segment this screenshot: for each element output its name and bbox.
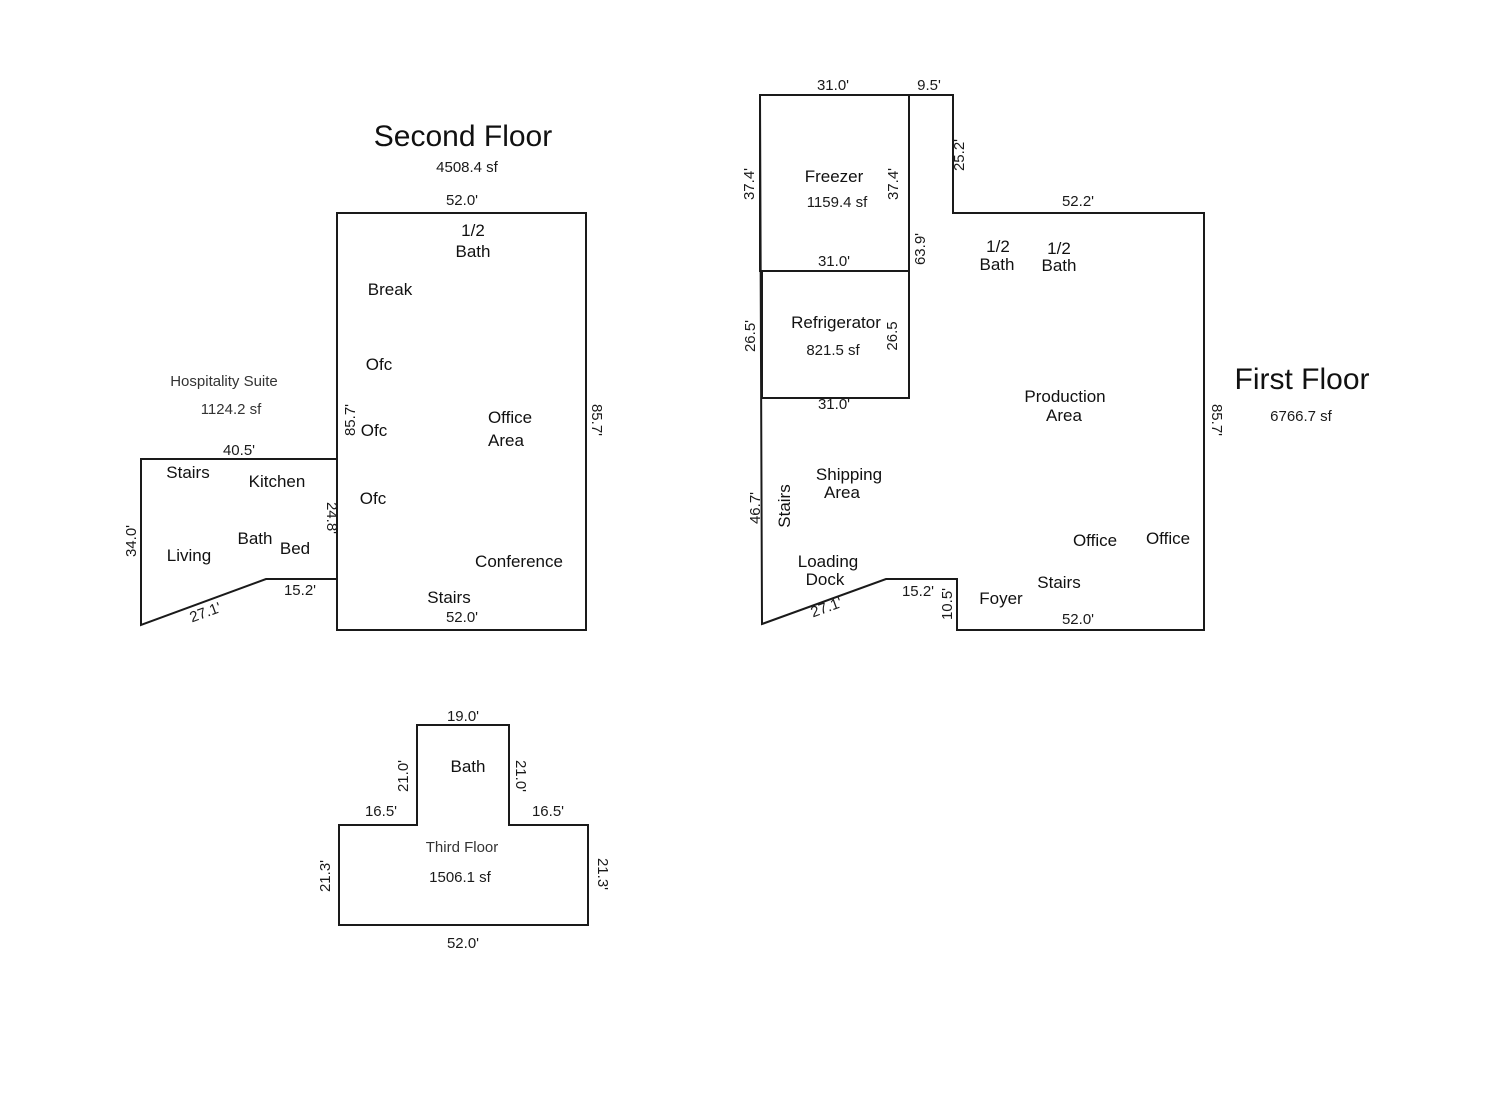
- first-floor-dim-freezer-bottom: 31.0': [818, 253, 850, 270]
- second-floor-ofc-3: Ofc: [360, 489, 387, 508]
- second-floor-office-area-line1: Office: [488, 408, 532, 427]
- first-floor-stairs-left: Stairs: [775, 484, 794, 527]
- hospitality-dim-top: 40.5': [223, 442, 255, 459]
- third-floor-dim-ledge-left: 16.5': [365, 803, 397, 820]
- refrigerator-room: [761, 270, 910, 399]
- first-floor-stairs: Stairs: [1037, 573, 1080, 592]
- second-floor-office-area-line2: Area: [488, 431, 524, 450]
- third-floor-dim-upper-right: 21.0': [512, 760, 529, 792]
- first-floor-dim-notch-top: 9.5': [917, 77, 941, 94]
- second-floor-break-label: Break: [368, 280, 413, 299]
- second-floor-dim-right: 85.7': [588, 404, 605, 436]
- second-floor-area: 4508.4 sf: [436, 159, 499, 176]
- first-floor-dim-refrig-bottom: 31.0': [818, 396, 850, 413]
- first-floor-dim-right: 85.7': [1208, 404, 1225, 436]
- first-floor-dim-freezer-right: 37.4': [885, 168, 902, 200]
- hospitality-stairs: Stairs: [166, 463, 209, 482]
- first-floor: First Floor 6766.7 sf 31.0' 9.5' 25.2' 3…: [741, 77, 1370, 631]
- loading-dock-line1: Loading: [798, 552, 859, 571]
- first-floor-office-1: Office: [1073, 531, 1117, 550]
- third-floor-area: 1506.1 sf: [429, 869, 492, 886]
- first-floor-dim-refrig-left: 26.5': [742, 320, 759, 352]
- second-floor-half-bath-line1: 1/2: [461, 221, 485, 240]
- freezer-label: Freezer: [805, 167, 864, 186]
- first-floor-dim-freezer-left: 37.4': [741, 168, 758, 200]
- third-floor-dim-ledge-right: 16.5': [532, 803, 564, 820]
- loading-dock-line2: Dock: [806, 570, 845, 589]
- first-floor-office-2: Office: [1146, 529, 1190, 548]
- second-floor-half-bath-line2: Bath: [456, 242, 491, 261]
- hospitality-dim-diagonal: 27.1': [187, 599, 223, 626]
- first-floor-dim-cooler-right: 63.9': [912, 233, 929, 265]
- first-floor-half-bath-b-line2: Bath: [1042, 256, 1077, 275]
- second-floor: Second Floor 4508.4 sf 52.0' 52.0' 85.7'…: [336, 120, 605, 631]
- hospitality-dim-bottom-right: 15.2': [284, 582, 316, 599]
- first-floor-dim-notch-side: 25.2': [951, 139, 968, 171]
- first-floor-dim-freezer-top: 31.0': [817, 77, 849, 94]
- hospitality-dim-right: 24.8': [323, 502, 340, 534]
- hospitality-kitchen: Kitchen: [249, 472, 306, 491]
- third-floor-outline: [338, 724, 589, 926]
- second-floor-ofc-2: Ofc: [361, 421, 388, 440]
- first-floor-foyer: Foyer: [979, 589, 1023, 608]
- third-floor-dim-right: 21.3': [594, 858, 611, 890]
- hospitality-living: Living: [167, 546, 211, 565]
- second-floor-dim-top: 52.0': [446, 192, 478, 209]
- hospitality-suite: Hospitality Suite 1124.2 sf 40.5' 34.0' …: [123, 373, 340, 627]
- third-floor-dim-bottom: 52.0': [447, 935, 479, 952]
- first-floor-dim-right-wall-top: 52.2': [1062, 193, 1094, 210]
- hospitality-suite-title: Hospitality Suite: [170, 373, 278, 390]
- first-floor-dim-foyer-top: 15.2': [902, 583, 934, 600]
- first-floor-dim-dock-diagonal: 27.1': [808, 594, 844, 621]
- hospitality-bath: Bath: [238, 529, 273, 548]
- first-floor-half-bath-b-line1: 1/2: [1047, 239, 1071, 258]
- second-floor-dim-left: 85.7': [342, 404, 359, 436]
- refrigerator-area: 821.5 sf: [806, 342, 860, 359]
- shipping-area-line1: Shipping: [816, 465, 882, 484]
- third-floor-title: Third Floor: [426, 839, 499, 856]
- first-floor-dim-bottom: 52.0': [1062, 611, 1094, 628]
- hospitality-dim-left: 34.0': [123, 525, 140, 557]
- first-floor-half-bath-a-line2: Bath: [980, 255, 1015, 274]
- third-floor-dim-upper-left: 21.0': [395, 760, 412, 792]
- third-floor-dim-top: 19.0': [447, 708, 479, 725]
- first-floor-dim-left-lower: 46.7': [747, 492, 764, 524]
- first-floor-dim-foyer-side: 10.5': [939, 588, 956, 620]
- production-area-line2: Area: [1046, 406, 1082, 425]
- refrigerator-label: Refrigerator: [791, 313, 881, 332]
- first-floor-title: First Floor: [1235, 363, 1370, 396]
- first-floor-outline: [758, 94, 1205, 631]
- hospitality-suite-area: 1124.2 sf: [201, 401, 262, 418]
- third-floor: 19.0' 21.0' 21.0' 16.5' 16.5' 21.3' 21.3…: [317, 708, 611, 952]
- first-floor-half-bath-a-line1: 1/2: [986, 237, 1010, 256]
- second-floor-dim-bottom: 52.0': [446, 609, 478, 626]
- second-floor-title: Second Floor: [374, 120, 552, 153]
- hospitality-bed: Bed: [280, 539, 310, 558]
- hospitality-suite-outline: [140, 458, 337, 627]
- first-floor-area: 6766.7 sf: [1270, 408, 1333, 425]
- second-floor-outline: [336, 212, 587, 631]
- second-floor-conference: Conference: [475, 552, 563, 571]
- first-floor-dim-refrig-right: 26.5: [884, 321, 901, 350]
- production-area-line1: Production: [1024, 387, 1105, 406]
- second-floor-ofc-1: Ofc: [366, 355, 393, 374]
- third-floor-dim-left: 21.3': [317, 860, 334, 892]
- third-floor-bath: Bath: [451, 757, 486, 776]
- freezer-area: 1159.4 sf: [807, 194, 868, 211]
- shipping-area-line2: Area: [824, 483, 860, 502]
- second-floor-stairs: Stairs: [427, 588, 470, 607]
